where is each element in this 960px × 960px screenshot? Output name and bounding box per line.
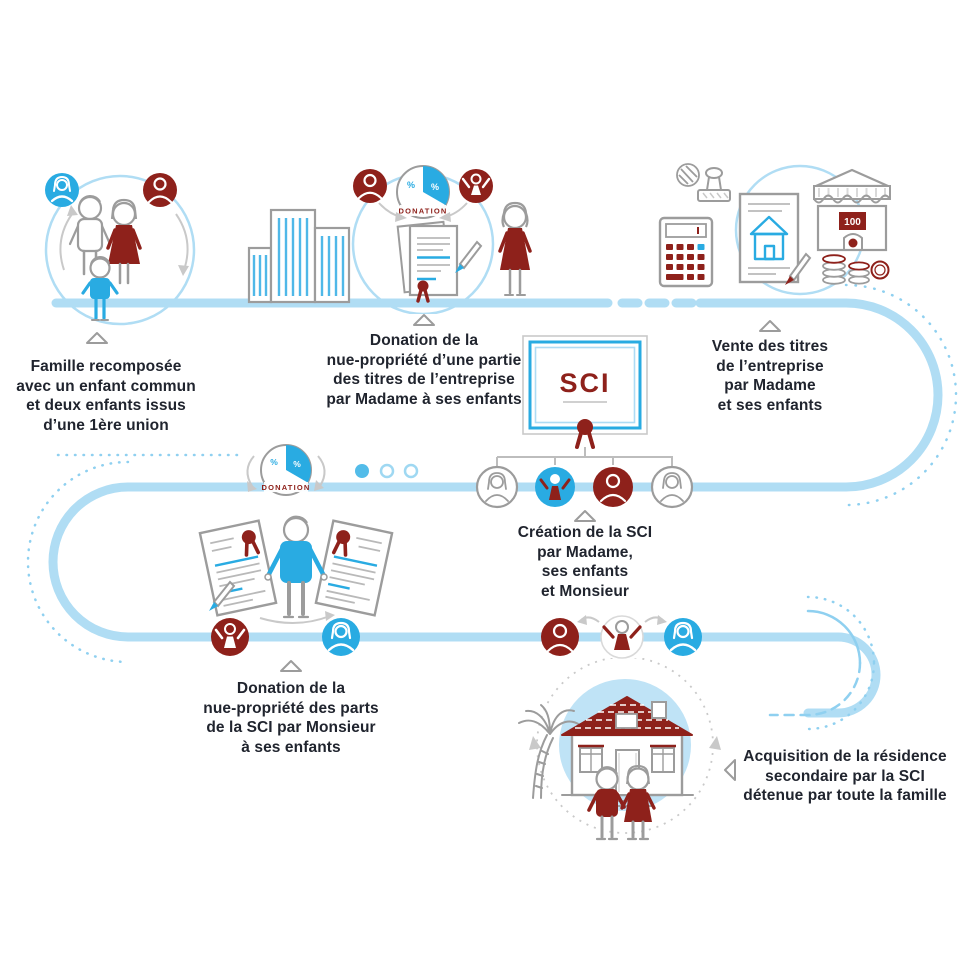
share-certificate-right [314,519,394,617]
step6-label: Acquisition de la résidence secondaire p… [743,748,947,805]
pen-icon [209,580,236,611]
bank-icon: 100 [813,168,891,252]
price-sign [839,212,866,230]
percent-label: % [407,180,415,190]
step5-label: Donation de la nue-propriété des parts d… [203,680,379,757]
palm-tree-icon [518,704,581,799]
flow-decorations [26,283,958,664]
acquisition-badges [541,615,702,659]
enfant-badge [541,618,579,656]
family-circle [44,174,196,326]
stamp-print-icon [676,163,700,187]
enfant-commun-figure [600,615,644,659]
transfer-arrows-icon [246,455,326,492]
share-certificate-left [198,519,278,617]
donation-document-icon [396,220,459,303]
price-sign-label: 100 [844,217,861,228]
step2-label: Donation de la nue-propriété d’une parti… [326,332,522,409]
donation-label: DONATION [398,207,447,216]
madame-badge [353,169,387,203]
flow-main-loop [48,298,943,718]
scene-donation-parts: % % DONATION [198,444,394,625]
down-arrow-icon [259,611,335,625]
house-sketch-icon [749,215,789,261]
scene-donation-titres: % % DONATION [247,165,532,314]
donation-parts-badges [211,618,360,656]
enfant-fille-badge [322,618,360,656]
step1-marker [86,332,108,344]
percent-label: % [270,457,278,467]
pie-chart-donation-icon: % % DONATION [260,444,312,496]
percent-label: % [431,182,439,192]
step4-label: Création de la SCI par Madame, ses enfan… [517,524,653,601]
monsieur-figure [587,766,626,841]
woman-figure [106,198,142,285]
sale-document-icon [738,192,800,284]
step6-marker [724,759,736,781]
flow-end-decorations [768,595,876,731]
sci-certificate: SCI [522,335,648,449]
pen-icon [455,240,483,273]
calculator-icon [658,216,714,288]
scene-acquisition [518,658,721,841]
avatar-enfant-commun [535,467,575,507]
step1-label: Famille recomposée avec un enfant commun… [16,358,196,435]
flow-dots [355,463,419,479]
child-figure [81,256,119,321]
orbit-dotted-circle [529,658,721,834]
avatar-madame [475,465,519,509]
step4-marker [574,510,596,522]
pie-chart-donation-icon: % % DONATION [396,165,450,219]
monsieur-badge [143,173,177,207]
coins-icon [822,254,890,285]
donation-label: DONATION [261,483,310,492]
avatar-monsieur [650,465,694,509]
step3-label: Vente des titres de l’entreprise par Mad… [711,338,829,415]
monsieur-figure [264,515,328,619]
sci-label: SCI [559,368,610,398]
scene-famille [44,173,196,326]
percent-label: % [293,459,301,469]
madame-badge [664,618,702,656]
step5-marker [280,660,302,672]
step3-marker [759,320,781,332]
step2-marker [413,314,435,326]
company-building-icon [247,208,351,304]
enfant-badge [459,169,493,203]
scene-creation-sci: SCI [475,335,694,509]
stamp-icon [697,167,731,202]
rotation-arrows-icon [59,205,189,276]
avatar-enfant [593,467,633,507]
enfant-badge [211,618,249,656]
madame-badge [45,173,79,207]
madame-figure [498,201,532,296]
scene-vente-titres: 100 [658,163,891,296]
madame-figure [620,764,656,841]
transfer-arrows-icon [378,202,468,222]
transfer-arrows-icon [577,615,667,625]
pen-icon [785,252,812,285]
family-tree-connectors [496,447,673,466]
